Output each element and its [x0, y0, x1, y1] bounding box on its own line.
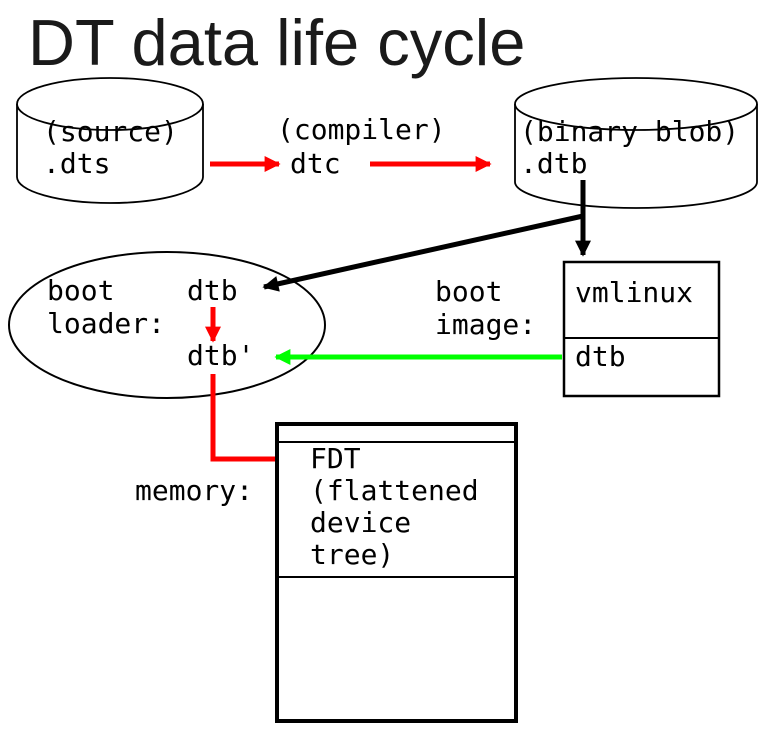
memory-box: FDT (flattened device tree) [275, 422, 518, 723]
boot-image-segment-vmlinux: vmlinux [575, 276, 693, 309]
boot-loader-dtb: dtb [187, 274, 238, 307]
memory-outline [275, 422, 518, 723]
boot-image-segment-dtb: dtb [575, 340, 626, 373]
cylinder-shape [16, 77, 204, 204]
boot-loader-label-line2: loader: [47, 307, 165, 340]
page-title: DT data life cycle [28, 6, 525, 79]
binary-cylinder: (binary blob) .dtb [514, 77, 758, 209]
cylinder-rim [514, 103, 758, 131]
memory-fdt-line4: tree) [310, 538, 394, 571]
compiler-name: dtc [290, 147, 341, 180]
binary-label-line2: .dtb [520, 147, 587, 180]
compiler-node: (compiler) dtc [277, 113, 446, 180]
arrow-dtb-modified-to-memory [210, 374, 298, 468]
boot-loader-label-line1: boot [47, 274, 114, 307]
boot-image-box: vmlinux dtb [562, 260, 721, 398]
memory-fdt-line1: FDT [310, 442, 361, 475]
source-cylinder: (source) .dts [16, 77, 204, 204]
boot-image-outline [562, 260, 721, 398]
cylinder-rim [16, 103, 204, 131]
memory-fdt-line3: device [310, 506, 411, 539]
boot-loader-node: boot loader: dtb dtb' [8, 251, 326, 399]
memory-label: memory: [135, 474, 253, 507]
cylinder-shape [514, 77, 758, 209]
memory-fdt-line2: (flattened [310, 474, 479, 507]
boot-image-label: boot image: [435, 275, 536, 341]
binary-label-line1: (binary blob) [520, 115, 739, 148]
boot-loader-dtb-modified: dtb' [187, 339, 254, 372]
arrow-dtb-to-bootloader [262, 213, 584, 292]
source-label-line2: .dts [43, 147, 110, 180]
boot-loader-ellipse [8, 251, 326, 399]
source-label-line1: (source) [43, 115, 178, 148]
compiler-annotation: (compiler) [277, 113, 446, 146]
boot-image-label-line1: boot [435, 275, 502, 308]
boot-image-label-line2: image: [435, 308, 536, 341]
